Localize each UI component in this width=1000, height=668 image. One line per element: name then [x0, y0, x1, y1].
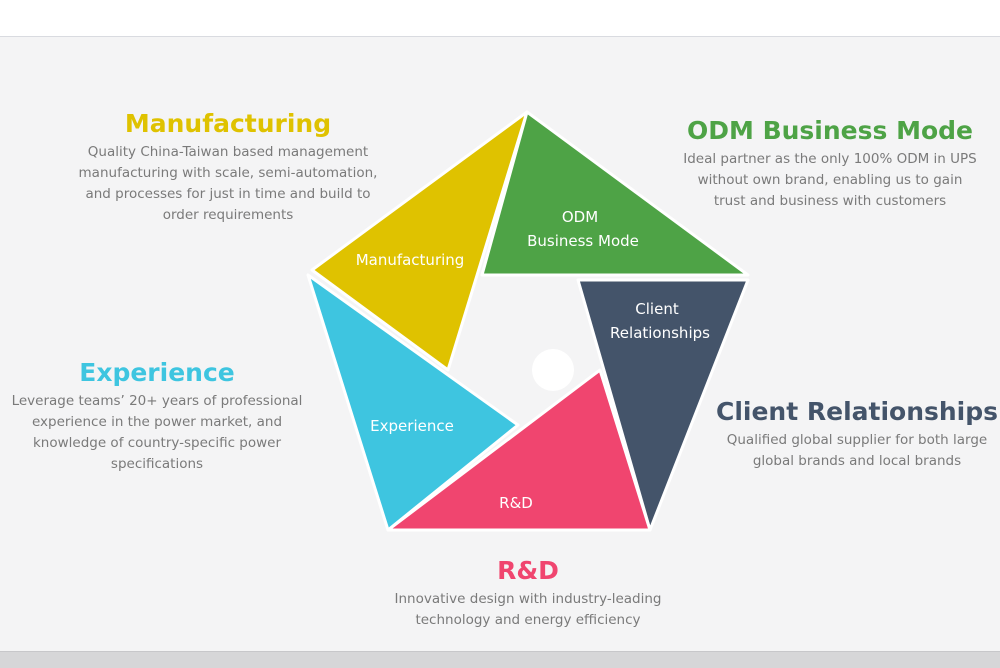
- heading-experience: Experience: [79, 358, 235, 387]
- top-toolbar-strip: [0, 0, 1000, 37]
- block-odm-business-mode: ODM Business Mode Ideal partner as the o…: [660, 115, 1000, 212]
- heading-manufacturing: Manufacturing: [124, 109, 332, 138]
- segment-label-odm-line2: Business Mode: [527, 232, 639, 250]
- center-circle: [532, 349, 574, 391]
- heading-rnd: R&D: [497, 556, 559, 585]
- desc-experience: Leverage teams’ 20+ years of professiona…: [11, 393, 303, 472]
- segment-client-relationships: [576, 278, 750, 532]
- segment-label-client-line2: Relationships: [610, 324, 710, 342]
- block-experience: Experience Leverage teams’ 20+ years of …: [0, 357, 314, 475]
- segment-label-client-line1: Client: [635, 300, 679, 318]
- desc-client-relationships: Qualified global supplier for both large…: [726, 432, 988, 469]
- desc-manufacturing: Quality China-Taiwan based management ma…: [78, 144, 378, 223]
- segment-rnd: [386, 368, 652, 532]
- desc-odm-business-mode: Ideal partner as the only 100% ODM in UP…: [683, 151, 977, 209]
- segment-label-manufacturing: Manufacturing: [356, 251, 465, 269]
- bottom-scroll-strip: [0, 651, 1000, 668]
- segment-experience: [306, 273, 520, 532]
- desc-rnd: Innovative design with industry-leading …: [394, 591, 662, 628]
- segment-label-rnd: R&D: [499, 494, 533, 512]
- heading-client-relationships: Client Relationships: [715, 397, 999, 426]
- block-manufacturing: Manufacturing Quality China-Taiwan based…: [58, 108, 398, 226]
- segment-manufacturing: [310, 110, 529, 372]
- segment-label-odm-line1: ODM: [562, 208, 598, 226]
- block-rnd: R&D Innovative design with industry-lead…: [358, 555, 698, 631]
- block-client-relationships: Client Relationships Qualified global su…: [714, 396, 1000, 472]
- segment-odm-business-mode: [480, 110, 750, 277]
- heading-odm-business-mode: ODM Business Mode: [686, 116, 973, 145]
- segment-label-experience: Experience: [370, 417, 454, 435]
